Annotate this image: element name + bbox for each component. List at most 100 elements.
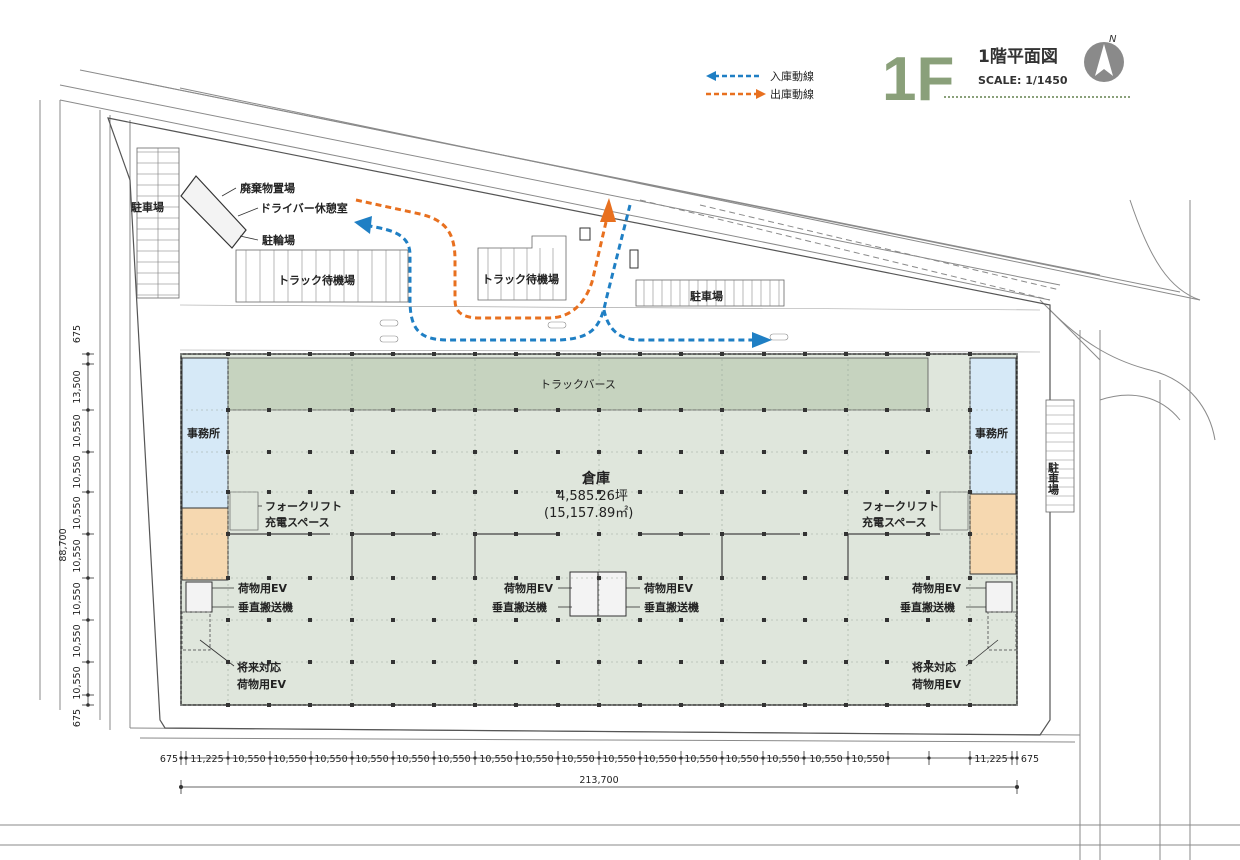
horizontal-dimension-label: 11,225	[190, 754, 223, 765]
north-compass-icon: N	[1084, 34, 1124, 82]
horizontal-dimension-label: 10,550	[437, 754, 470, 765]
horizontal-dimension-label: 10,550	[273, 754, 306, 765]
dimension-dot	[86, 693, 90, 697]
future-right-label-2: 荷物用EV	[911, 677, 962, 691]
structural-column	[597, 450, 601, 454]
structural-column	[391, 408, 395, 412]
vertical-dimension-label: 10,550	[72, 414, 83, 447]
horizontal-dimension-label: 10,550	[643, 754, 676, 765]
dimension-dot	[556, 756, 560, 760]
structural-column	[267, 490, 271, 494]
structural-column	[638, 703, 642, 707]
structural-column	[762, 703, 766, 707]
structural-column	[926, 490, 930, 494]
dimension-dot	[86, 660, 90, 664]
legend-outbound-arrow-icon	[756, 89, 766, 99]
warehouse-area-tsubo: 4,585.26坪	[557, 489, 628, 504]
lane-mark	[379, 335, 399, 343]
structural-column	[267, 352, 271, 356]
dimension-dot	[473, 756, 477, 760]
horizontal-dimension-label: 10,550	[396, 754, 429, 765]
structural-column	[762, 532, 766, 536]
leader-future-left	[199, 639, 235, 667]
structural-column	[597, 618, 601, 622]
office-left	[181, 357, 229, 509]
structural-column	[638, 660, 642, 664]
structural-column	[597, 576, 601, 580]
drive-lane-line-2	[179, 349, 1041, 353]
structural-column	[926, 408, 930, 412]
structural-column	[926, 532, 930, 536]
dimension-dot	[968, 756, 972, 760]
structural-column	[556, 576, 560, 580]
forklift-left-label-2: 充電スペース	[265, 515, 330, 529]
structural-column	[473, 490, 477, 494]
horizontal-dimension-label: 10,550	[479, 754, 512, 765]
structural-column	[473, 703, 477, 707]
structural-column	[473, 576, 477, 580]
dimension-dot	[86, 576, 90, 580]
dimension-dot	[927, 756, 931, 760]
forklift-charging-right	[939, 491, 969, 531]
structural-column	[597, 408, 601, 412]
vertical-dimension-label: 10,550	[72, 624, 83, 657]
structural-column	[391, 576, 395, 580]
structural-column	[432, 352, 436, 356]
structural-column	[720, 660, 724, 664]
structural-column	[720, 490, 724, 494]
horizontal-dimension-label: 11,225	[974, 754, 1007, 765]
ev-left-shaft	[185, 581, 213, 613]
future-left-label-2: 荷物用EV	[236, 677, 287, 691]
office-right	[969, 357, 1017, 509]
structural-column	[556, 450, 560, 454]
structural-column	[885, 352, 889, 356]
conveyor-center-right-label: 垂直搬送機	[644, 600, 699, 614]
structural-column	[514, 352, 518, 356]
structural-column	[885, 490, 889, 494]
drive-lane-line	[179, 304, 1041, 311]
vertical-dimension-label: 10,550	[72, 539, 83, 572]
structural-column	[350, 660, 354, 664]
outbound-arrow-head-icon	[600, 198, 616, 222]
structural-column	[473, 408, 477, 412]
structural-column	[720, 576, 724, 580]
structural-column	[926, 660, 930, 664]
structural-column	[720, 450, 724, 454]
annex-building	[180, 175, 247, 249]
structural-column	[803, 576, 807, 580]
horizontal-dimension-label: 10,550	[684, 754, 717, 765]
structural-column	[350, 450, 354, 454]
forklift-charging-left	[229, 491, 259, 531]
structural-column	[267, 450, 271, 454]
structural-column	[679, 450, 683, 454]
structural-column	[308, 703, 312, 707]
structural-column	[432, 703, 436, 707]
structural-column	[308, 660, 312, 664]
structural-column	[226, 660, 230, 664]
structural-column	[267, 660, 271, 664]
structural-column	[391, 532, 395, 536]
lane-mark	[379, 319, 399, 327]
conveyor-left-label: 垂直搬送機	[238, 600, 293, 614]
structural-column	[391, 450, 395, 454]
structural-column	[432, 660, 436, 664]
structural-column	[762, 618, 766, 622]
structural-column	[267, 532, 271, 536]
horizontal-dimension-label: 10,550	[355, 754, 388, 765]
ev-left-label: 荷物用EV	[237, 581, 288, 595]
structural-column	[432, 618, 436, 622]
structural-column	[597, 703, 601, 707]
horizontal-dimension-label: 10,550	[851, 754, 884, 765]
floor-plan-title: 1階平面図	[978, 47, 1058, 67]
dimension-dot	[515, 756, 519, 760]
dimension-dot	[86, 490, 90, 494]
structural-column	[638, 490, 642, 494]
dimension-dot	[432, 756, 436, 760]
structural-column	[803, 532, 807, 536]
structural-column	[267, 576, 271, 580]
structural-column	[968, 450, 972, 454]
bicycle-label: 駐輪場	[262, 233, 295, 247]
structural-column	[350, 703, 354, 707]
structural-column	[762, 490, 766, 494]
future-right-label-1: 将来対応	[912, 660, 956, 674]
